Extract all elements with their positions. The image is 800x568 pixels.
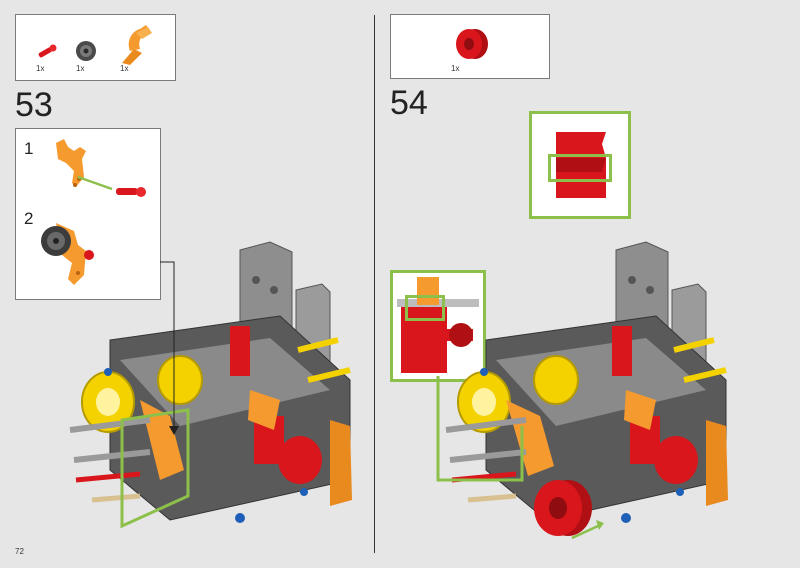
detail-callout xyxy=(390,270,486,382)
highlight-frame xyxy=(548,154,612,182)
model-assembly-step-53 xyxy=(69,241,352,529)
dark-gray-bush-icon xyxy=(76,41,96,61)
parts-list-step-53: 1x 1x 1x xyxy=(15,14,176,81)
red-axle-pin-icon xyxy=(38,44,57,58)
step-number: 54 xyxy=(390,84,428,122)
substep-number: 1 xyxy=(24,139,34,158)
assembly-detail-icon xyxy=(397,277,479,373)
step-number: 53 xyxy=(15,86,53,124)
detail-callout xyxy=(529,111,631,219)
arrow-icon xyxy=(77,175,113,191)
red-wheel-hub-icon xyxy=(456,29,488,59)
page-number: 72 xyxy=(15,547,24,556)
part-qty: 1x xyxy=(120,64,129,73)
part-qty: 1x xyxy=(76,64,85,73)
part-qty: 1x xyxy=(36,64,45,73)
substep-box: 1 2 xyxy=(15,128,161,300)
page-divider xyxy=(374,15,375,553)
model-assembly-step-54 xyxy=(436,241,728,540)
highlight-frame xyxy=(405,295,445,321)
part-qty: 1x xyxy=(451,64,460,73)
fork-with-bush-icon xyxy=(41,223,94,285)
orange-fork-icon xyxy=(122,25,152,65)
red-axle-pin-icon xyxy=(116,187,146,197)
substep-number: 2 xyxy=(24,209,34,228)
parts-list-step-54: 1x xyxy=(390,14,550,79)
